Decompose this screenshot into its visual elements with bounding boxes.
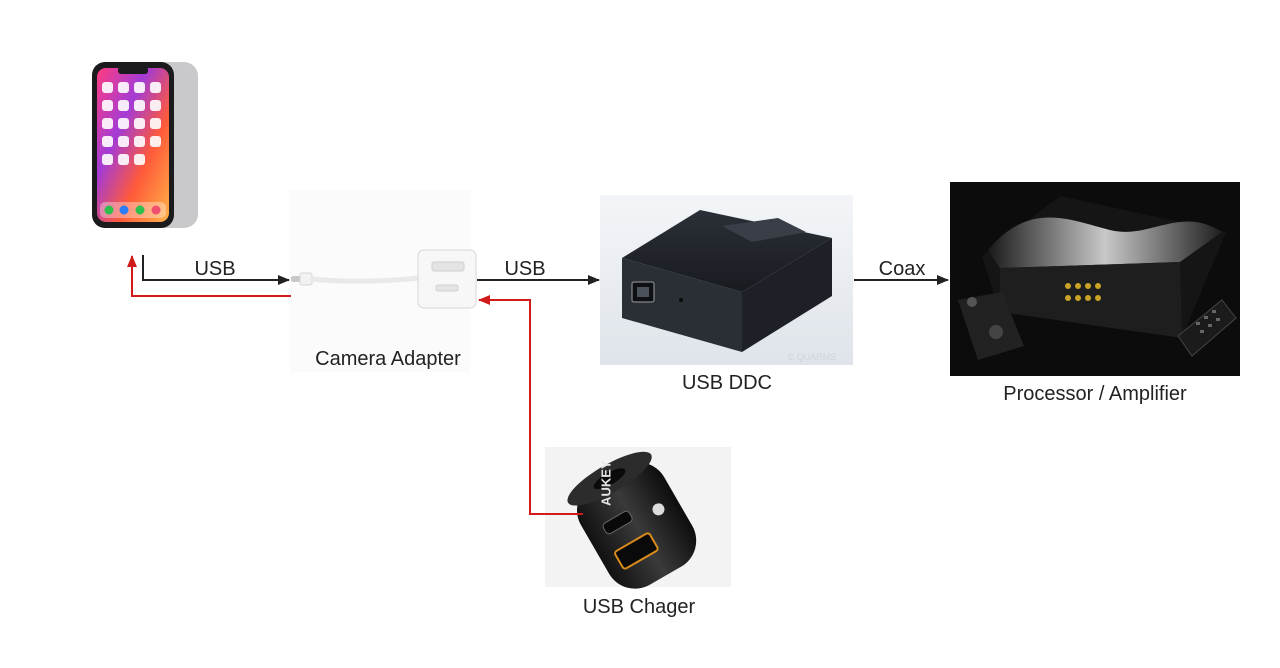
edge-ddc-to-processor: Coax	[854, 258, 949, 285]
edge-adapter-to-phone	[127, 255, 291, 297]
charger-label: USB Chager	[583, 596, 696, 618]
edge-ddc-to-processor-label: Coax	[879, 258, 926, 280]
edge-charger-to-adapter	[478, 295, 583, 515]
usb-ddc-watermark: © QUARMS	[788, 352, 837, 362]
edge-adapter-to-ddc-label: USB	[504, 258, 545, 280]
camera-adapter-label: Camera Adapter	[315, 348, 461, 370]
charger-brand: AUKEY	[598, 460, 613, 506]
processor-label: Processor / Amplifier	[1003, 383, 1187, 405]
iphone-image	[92, 62, 198, 228]
phone-node	[92, 62, 198, 228]
edge-charger-to-adapter-line	[478, 295, 583, 515]
processor-image	[950, 182, 1240, 376]
usb-ddc-node: © QUARMS USB DDC	[600, 195, 853, 394]
usb-ddc-image	[600, 195, 853, 365]
camera-adapter-image	[290, 190, 477, 372]
processor-node: Processor / Amplifier	[950, 182, 1240, 405]
edge-phone-to-adapter-line	[142, 255, 290, 285]
usb-ddc-label: USB DDC	[682, 372, 772, 394]
camera-adapter-node: Camera Adapter	[290, 190, 477, 372]
edge-adapter-to-ddc: USB	[477, 258, 600, 285]
charger-node: AUKEY USB Chager	[545, 447, 731, 618]
charger-image: AUKEY	[545, 447, 731, 589]
edge-phone-to-adapter: USB	[142, 255, 290, 285]
edge-phone-to-adapter-label: USB	[194, 258, 235, 280]
edge-adapter-to-phone-line	[127, 255, 291, 297]
